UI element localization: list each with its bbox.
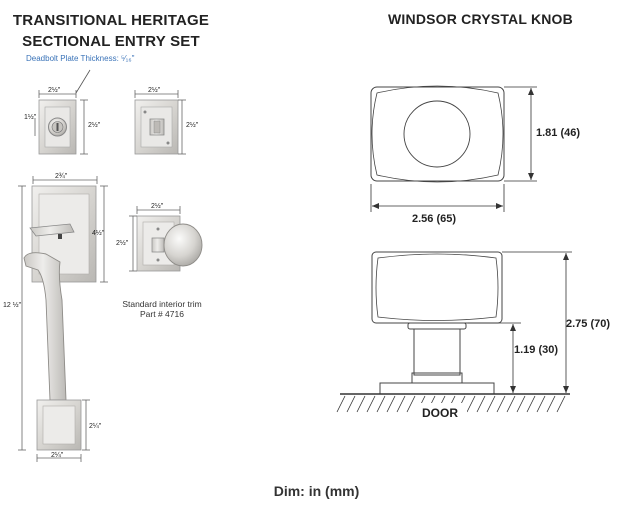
entry-set-illustration <box>18 69 203 462</box>
top-view-width-label: 2.56 (65) <box>412 213 457 225</box>
dimension-units-note: Dim: in (mm) <box>273 483 360 499</box>
deadbolt-plate <box>34 69 91 155</box>
deadbolt-width-label: 2½" <box>48 87 61 94</box>
plate-thickness-note: Deadbolt Plate Thickness: ⁵⁄₁₆" <box>26 54 135 63</box>
trim-caption-line1: Standard interior trim <box>122 299 202 309</box>
bottom-height-label: 2¼" <box>89 423 102 430</box>
interior-knob <box>129 206 203 272</box>
cylinder-offset-label: 1½" <box>24 114 37 121</box>
right-title: WINDSOR CRYSTAL KNOB <box>388 11 573 27</box>
left-title-line1: TRANSITIONAL HERITAGE <box>12 12 210 29</box>
interior-plate-width-label: 2½" <box>148 87 161 94</box>
door-label: DOOR <box>422 406 458 420</box>
interior-deadbolt-plate <box>134 90 186 155</box>
deadbolt-height-label: 2½" <box>88 122 101 129</box>
interior-plate-height-label: 2½" <box>186 122 199 129</box>
knob-side-view <box>371 251 503 395</box>
handle-top-width-label: 2¾" <box>55 173 68 180</box>
bottom-width-label: 2¼" <box>51 452 64 459</box>
knob-top-view <box>370 85 505 183</box>
handleset <box>18 176 108 462</box>
crystal-knob-drawing <box>336 85 572 421</box>
knob-rose-width-label: 2½" <box>151 203 164 210</box>
overall-height-label-right: 2.75 (70) <box>566 318 611 330</box>
top-view-height-label: 1.81 (46) <box>536 127 581 139</box>
overall-height-label: 12 ½" <box>3 302 22 309</box>
left-title-line2: SECTIONAL ENTRY SET <box>22 33 200 50</box>
knob-rose-height-label: 2½" <box>116 240 129 247</box>
trim-caption-line2: Part # 4716 <box>140 309 184 319</box>
thumb-height-label: 4½" <box>92 230 105 237</box>
stem-height-label: 1.19 (30) <box>514 344 559 356</box>
